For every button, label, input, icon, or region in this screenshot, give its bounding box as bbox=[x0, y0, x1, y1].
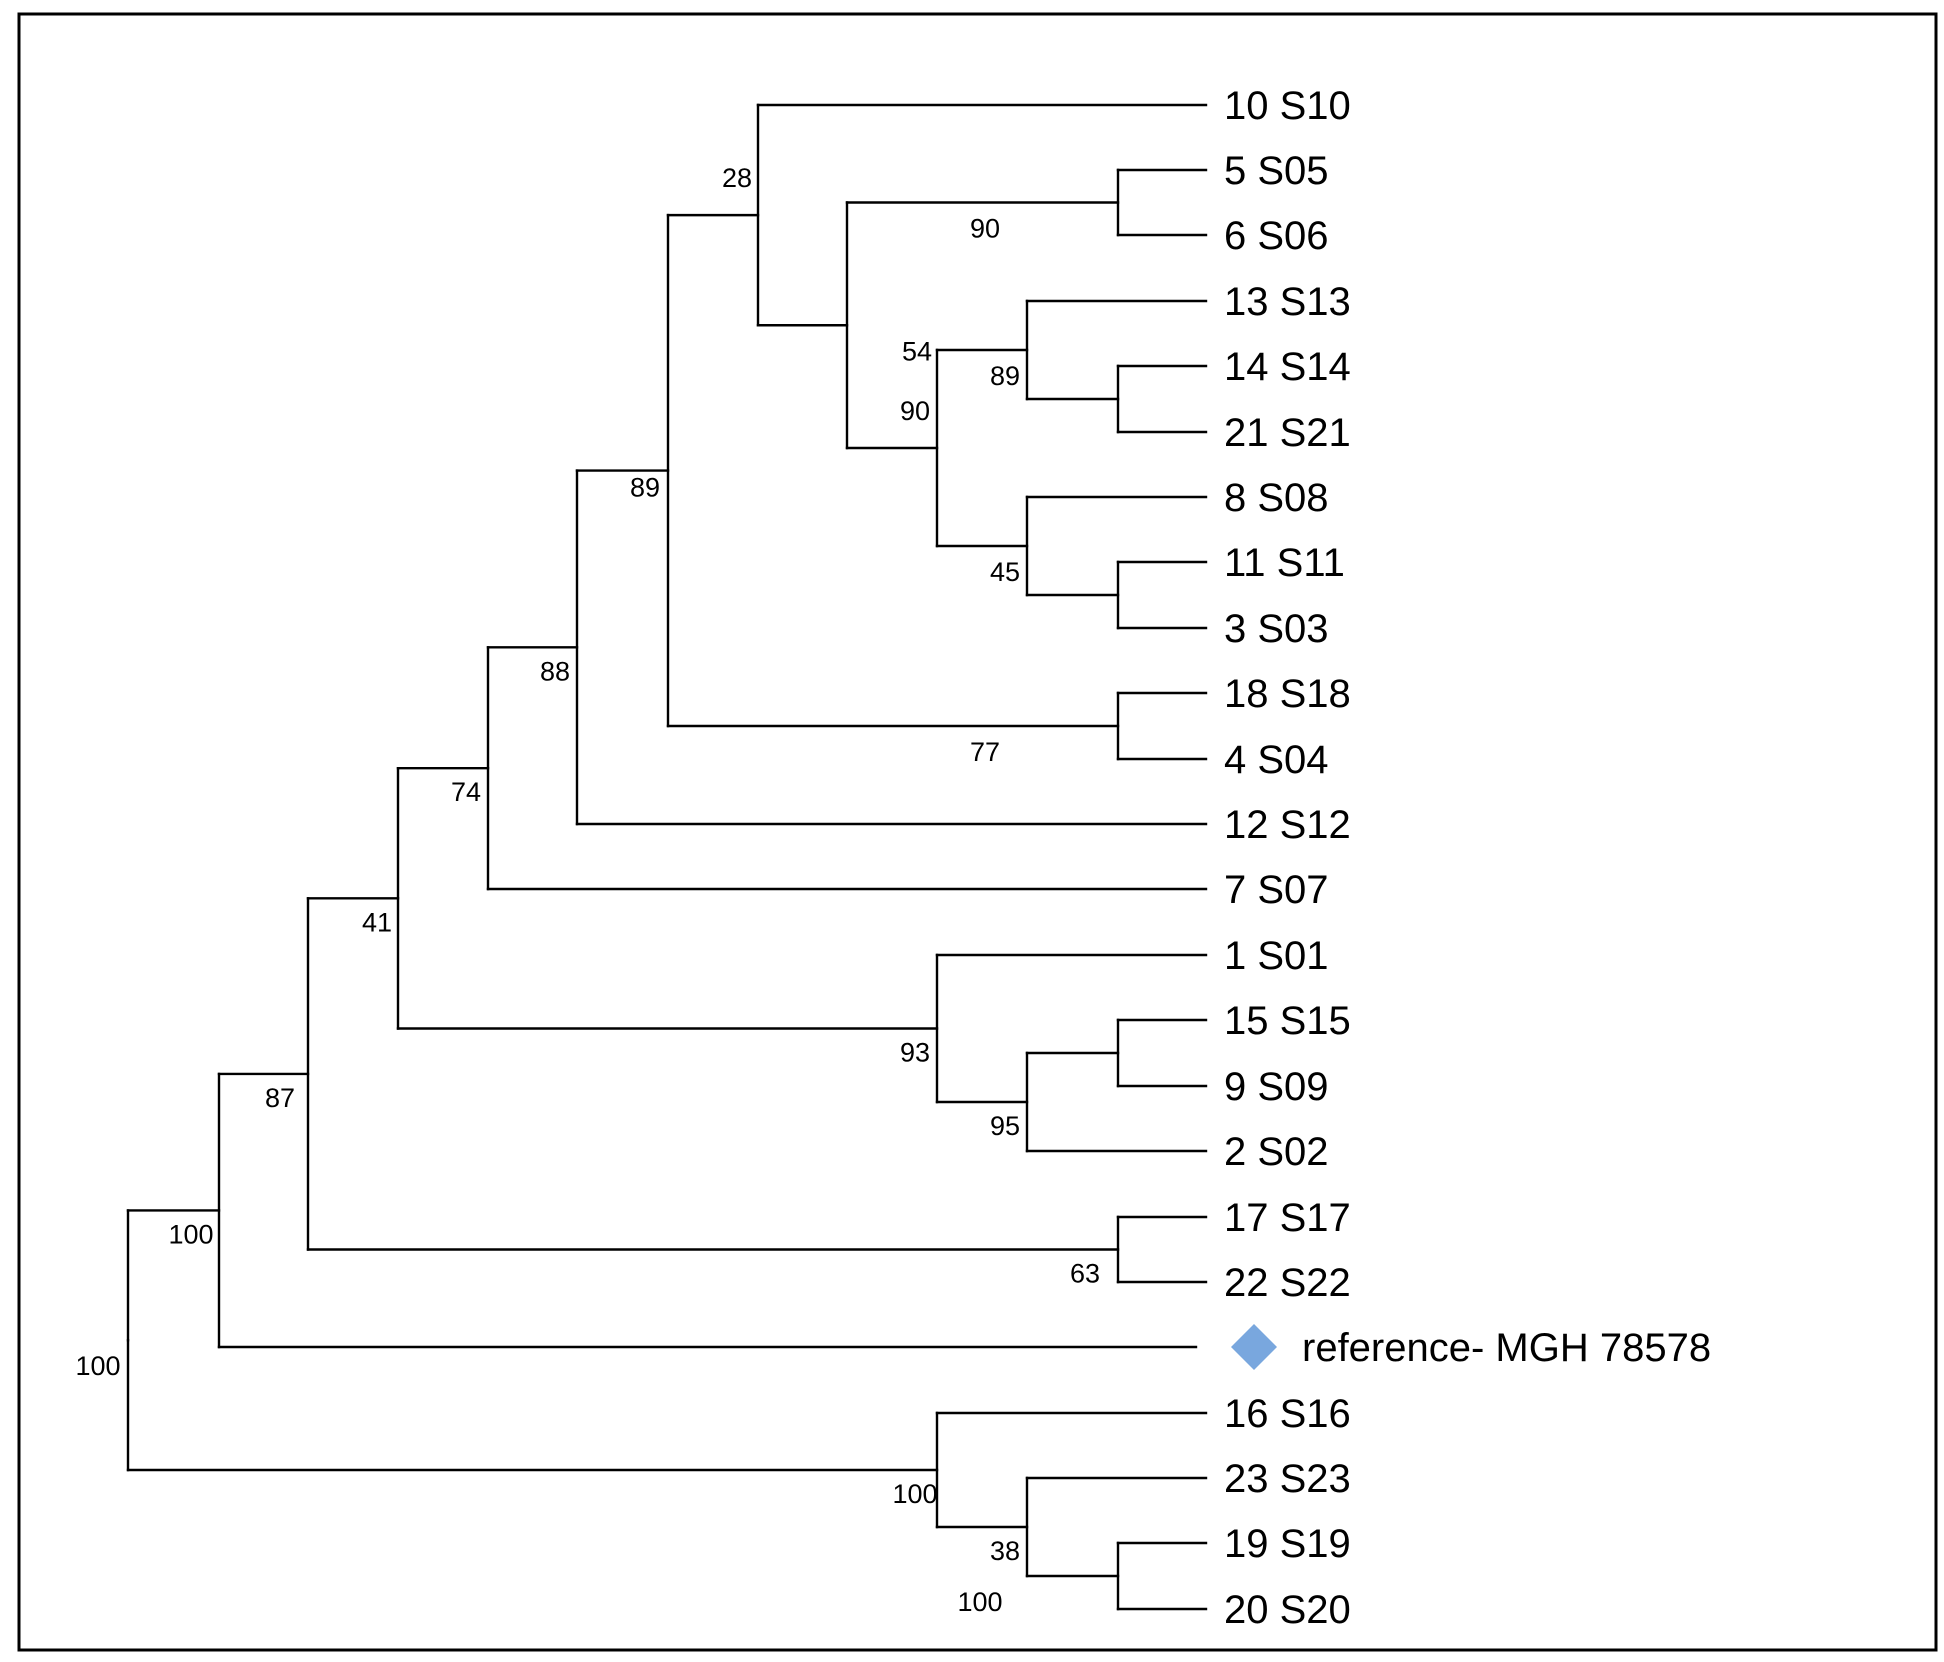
bootstrap-value: 54 bbox=[902, 336, 932, 366]
leaf-label: 2 S02 bbox=[1224, 1130, 1329, 1174]
leaf-label: 16 S16 bbox=[1224, 1392, 1351, 1436]
leaf-label: 3 S03 bbox=[1224, 607, 1329, 651]
bootstrap-value: 87 bbox=[265, 1083, 295, 1113]
bootstrap-value: 28 bbox=[722, 163, 752, 193]
leaf-label: 1 S01 bbox=[1224, 934, 1329, 978]
leaf-label: 19 S19 bbox=[1224, 1522, 1351, 1566]
leaf-label: 5 S05 bbox=[1224, 149, 1329, 193]
leaf-label: 17 S17 bbox=[1224, 1196, 1351, 1240]
bootstrap-value: 45 bbox=[990, 557, 1020, 587]
leaf-labels: 10 S10 5 S05 6 S06 13 S13 14 S14 21 S21 8 S08 1… bbox=[1224, 84, 1711, 1632]
leaf-label: 7 S07 bbox=[1224, 868, 1329, 912]
leaf-label: 11 S11 bbox=[1224, 541, 1345, 585]
leaf-label: 18 S18 bbox=[1224, 672, 1351, 716]
leaf-label: 10 S10 bbox=[1224, 84, 1351, 128]
bootstrap-value: 100 bbox=[892, 1479, 937, 1509]
bootstrap-value: 63 bbox=[1070, 1259, 1100, 1289]
bootstrap-value: 77 bbox=[970, 737, 1000, 767]
bootstrap-value: 100 bbox=[75, 1351, 120, 1381]
leaf-label: 23 S23 bbox=[1224, 1457, 1351, 1501]
leaf-label: 15 S15 bbox=[1224, 999, 1351, 1043]
bootstrap-value: 95 bbox=[990, 1111, 1020, 1141]
leaf-label: 6 S06 bbox=[1224, 214, 1329, 258]
bootstrap-values: 90 89 45 90 54 28 77 89 88 74 95 93 41 63 87 100 100 38 10… bbox=[75, 163, 1100, 1617]
leaf-label: 8 S08 bbox=[1224, 476, 1329, 520]
bootstrap-value: 89 bbox=[630, 473, 660, 503]
leaf-label: 12 S12 bbox=[1224, 803, 1351, 847]
bootstrap-value: 74 bbox=[451, 777, 481, 807]
leaf-label: 14 S14 bbox=[1224, 345, 1351, 389]
reference-leaf-label: reference- MGH 78578 bbox=[1302, 1326, 1711, 1370]
leaf-label: 13 S13 bbox=[1224, 280, 1351, 324]
bootstrap-value: 38 bbox=[990, 1536, 1020, 1566]
bootstrap-value: 88 bbox=[540, 656, 570, 686]
bootstrap-value: 90 bbox=[900, 396, 930, 426]
leaf-label: 22 S22 bbox=[1224, 1261, 1351, 1305]
reference-diamond-marker bbox=[1231, 1324, 1277, 1370]
branch-lines bbox=[126, 103, 1208, 1611]
bootstrap-value: 100 bbox=[957, 1587, 1002, 1617]
leaf-label: 20 S20 bbox=[1224, 1588, 1351, 1632]
leaf-label: 4 S04 bbox=[1224, 738, 1329, 782]
leaf-label: 21 S21 bbox=[1224, 411, 1351, 455]
leaf-label: 9 S09 bbox=[1224, 1065, 1329, 1109]
bootstrap-value: 90 bbox=[970, 214, 1000, 244]
bootstrap-value: 41 bbox=[362, 907, 392, 937]
bootstrap-value: 89 bbox=[990, 361, 1020, 391]
bootstrap-value: 100 bbox=[168, 1219, 213, 1249]
bootstrap-value: 93 bbox=[900, 1038, 930, 1068]
figure-border bbox=[17, 12, 1938, 1652]
